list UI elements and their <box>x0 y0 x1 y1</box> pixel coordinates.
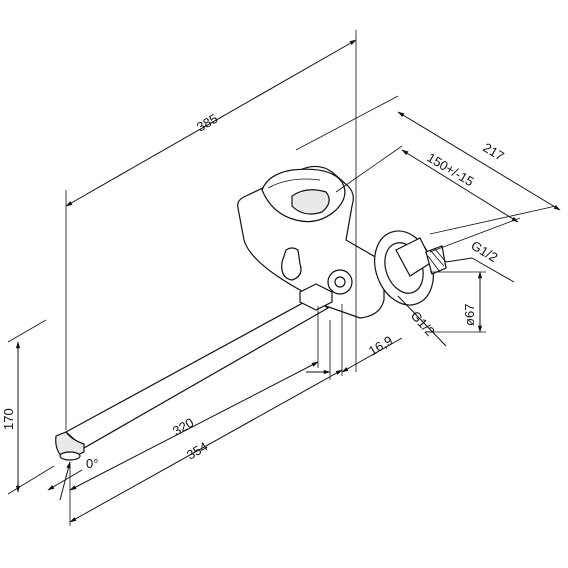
dimension-170: 170 <box>1 319 55 495</box>
dim-320-label: 320 <box>170 415 196 439</box>
dimension-150: 150+/-15 <box>335 145 521 253</box>
thread-g12-top-label: G1/2 <box>468 238 500 265</box>
dim-67-label: ø67 <box>462 304 477 326</box>
dim-150-label: 150+/-15 <box>424 150 476 189</box>
dim-217-label: 217 <box>480 140 506 164</box>
thread-g12-bottom: G1/2 <box>397 295 447 347</box>
angle-0deg-label: 0° <box>86 456 98 471</box>
dimension-385: 385 <box>65 30 357 430</box>
dimension-67: ø67 <box>430 271 486 333</box>
thread-g12-bottom-label: G1/2 <box>408 308 438 339</box>
dimension-354: 354 <box>69 369 343 526</box>
angle-0deg: 0° <box>47 456 98 501</box>
faucet-outline <box>55 165 447 461</box>
dim-170-label: 170 <box>1 408 16 430</box>
dim-16-9-label: 16,9 <box>366 333 395 359</box>
dim-354-label: 354 <box>184 439 210 463</box>
diverter-knob <box>281 247 302 281</box>
